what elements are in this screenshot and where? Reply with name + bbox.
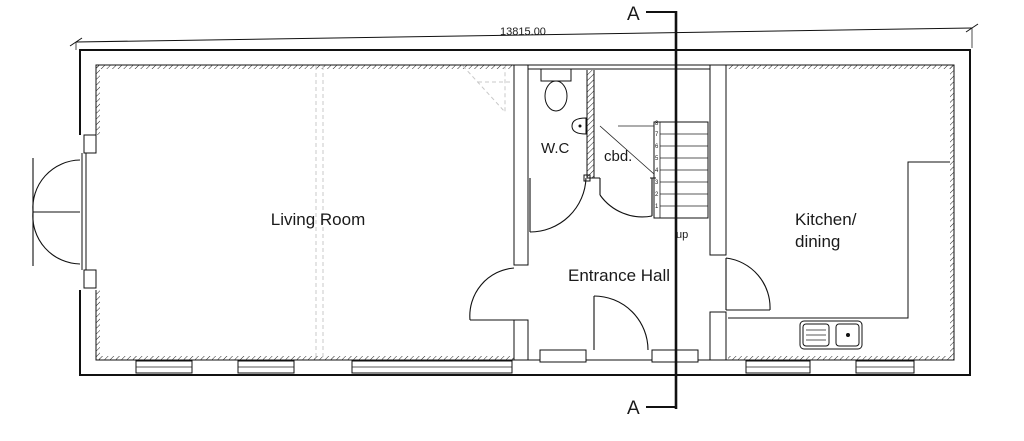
wc-label: W.C — [541, 140, 569, 157]
stair-direction-label: up — [676, 229, 688, 241]
kitchen-sink-icon — [799, 320, 863, 350]
stair-step-7: 7 — [655, 132, 659, 138]
cupboard-label: cbd. — [604, 148, 632, 165]
partition-walls — [513, 64, 727, 361]
stair-step-8: 8 — [655, 121, 659, 127]
stair-step-1: 1 — [655, 204, 659, 210]
kitchen-label-line1: Kitchen/ — [795, 210, 857, 229]
section-marker-bottom: A — [627, 398, 640, 419]
kitchen-door — [725, 257, 771, 311]
wc-toilet — [540, 68, 572, 112]
front-entrance-door — [593, 295, 649, 351]
kitchen-worktop — [728, 161, 950, 319]
stair-step-6: 6 — [655, 144, 659, 150]
cupboard-door — [599, 178, 653, 218]
staircase — [599, 121, 709, 219]
wall-insulation-hatching — [96, 65, 954, 360]
overall-dimension-line — [69, 23, 979, 50]
french-doors — [32, 134, 98, 290]
entrance-hall-label: Entrance Hall — [568, 266, 670, 285]
stair-step-5: 5 — [655, 156, 659, 162]
living-room-label: Living Room — [271, 210, 366, 229]
living-room-divider-ghost — [315, 65, 510, 358]
kitchen-label-line2: dining — [795, 232, 840, 251]
stair-step-4: 4 — [655, 168, 659, 174]
section-marker-top: A — [627, 4, 640, 25]
stair-step-3: 3 — [655, 180, 659, 186]
overall-dimension-label: 13815.00 — [500, 26, 546, 38]
wc-basin — [571, 117, 587, 135]
section-line-a-a — [646, 11, 678, 409]
front-windows — [135, 349, 915, 374]
living-room-door — [469, 267, 515, 321]
stair-step-2: 2 — [655, 192, 659, 198]
wc-door — [529, 174, 591, 233]
